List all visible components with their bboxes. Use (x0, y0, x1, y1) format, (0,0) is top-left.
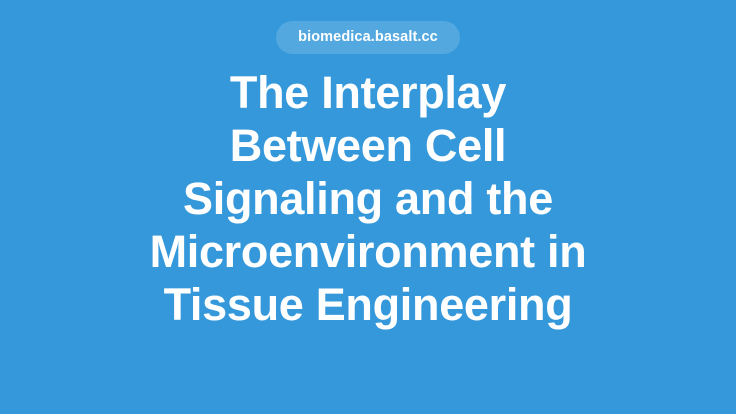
title-line-2: Between Cell (229, 120, 507, 171)
title-line-5: Tissue Engineering (163, 279, 573, 330)
site-domain-badge: biomedica.basalt.cc (276, 21, 460, 54)
title-line-4: Microenvironment in (149, 226, 587, 277)
badge-row: biomedica.basalt.cc (0, 21, 736, 54)
title-line-1: The Interplay (229, 67, 507, 118)
title-line-3: Signaling and the (183, 173, 553, 224)
page-title: The Interplay Between Cell Signaling and… (48, 66, 688, 331)
